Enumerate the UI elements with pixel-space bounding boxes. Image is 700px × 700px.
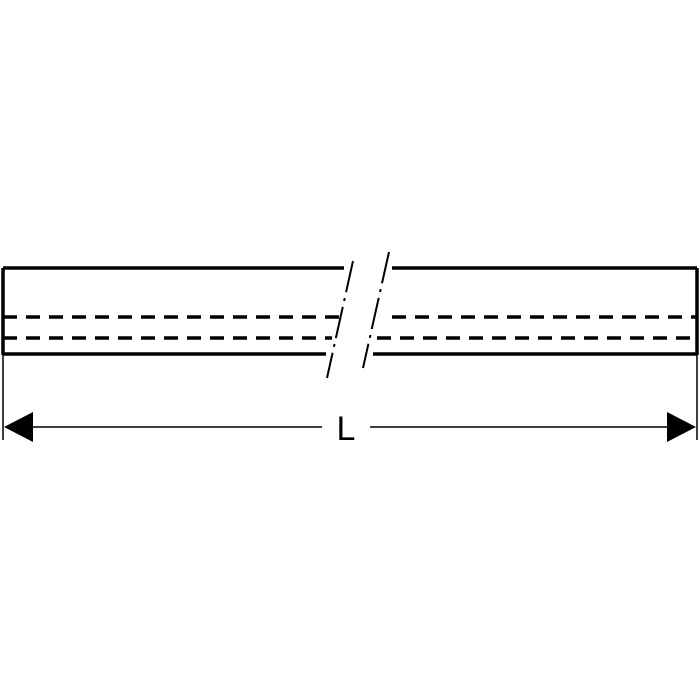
arrowhead-right-icon	[667, 412, 696, 442]
arrowhead-left-icon	[4, 412, 33, 442]
break-mark-right	[362, 251, 390, 369]
dimension-label-length: L	[337, 410, 356, 448]
break-mark-left	[326, 260, 354, 379]
